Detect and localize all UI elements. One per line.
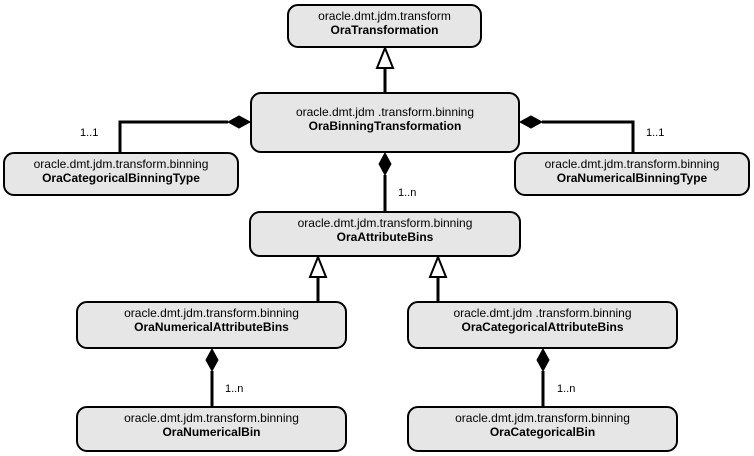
composition-diamond-numerical-binning-type bbox=[518, 115, 544, 129]
package-name: oracle.dmt.jdm.transform.binning bbox=[33, 157, 209, 171]
class-name: OraBinningTransformation bbox=[308, 119, 462, 133]
generalization-arrowhead-attribute-bins-right bbox=[428, 254, 448, 278]
package-name: oracle.dmt.jdm.transform.binning bbox=[544, 157, 720, 171]
composition-line-categorical-binning-type bbox=[118, 120, 228, 152]
generalization-arrowhead-transformation bbox=[375, 45, 395, 69]
multiplicity-categorical-binning-type: 1..1 bbox=[80, 127, 99, 139]
composition-line-numerical-binning-type bbox=[542, 120, 635, 152]
class-ora-categorical-binning-type: oracle.dmt.jdm.transform.binning OraCate… bbox=[3, 152, 239, 196]
composition-diamond-categorical-binning-type bbox=[226, 115, 252, 129]
class-ora-numerical-attribute-bins: oracle.dmt.jdm.transform.binning OraNume… bbox=[76, 301, 347, 349]
package-name: oracle.dmt.jdm.transform.binning bbox=[124, 306, 299, 320]
class-ora-numerical-binning-type: oracle.dmt.jdm.transform.binning OraNume… bbox=[514, 152, 750, 196]
class-ora-numerical-bin: oracle.dmt.jdm.transform.binning OraNume… bbox=[76, 406, 347, 452]
class-ora-attribute-bins: oracle.dmt.jdm.transform.binning OraAttr… bbox=[249, 211, 521, 257]
class-name: OraNumericalAttributeBins bbox=[134, 320, 289, 334]
class-ora-categorical-attribute-bins: oracle.dmt.jdm .transform.binning OraCat… bbox=[407, 301, 678, 349]
multiplicity-numerical-bin: 1..n bbox=[225, 383, 244, 395]
class-name: OraCategoricalBinningType bbox=[42, 171, 200, 185]
class-ora-transformation: oracle.dmt.jdm.transform OraTransformati… bbox=[287, 4, 482, 48]
generalization-arrowhead-attribute-bins-left bbox=[308, 254, 328, 278]
class-name: OraNumericalBinningType bbox=[556, 171, 708, 185]
package-name: oracle.dmt.jdm .transform.binning bbox=[295, 105, 475, 119]
multiplicity-numerical-binning-type: 1..1 bbox=[646, 127, 665, 139]
composition-diamond-attribute-bins bbox=[378, 151, 392, 177]
multiplicity-attribute-bins: 1..n bbox=[398, 187, 417, 199]
class-name: OraAttributeBins bbox=[336, 230, 434, 244]
multiplicity-categorical-bin: 1..n bbox=[557, 383, 576, 395]
class-ora-binning-transformation: oracle.dmt.jdm .transform.binning OraBin… bbox=[250, 92, 520, 153]
package-name: oracle.dmt.jdm .transform.binning bbox=[453, 306, 632, 320]
class-name: OraTransformation bbox=[330, 23, 439, 37]
composition-diamond-numerical-bin bbox=[205, 347, 219, 373]
composition-diamond-categorical-bin bbox=[536, 347, 550, 373]
class-ora-categorical-bin: oracle.dmt.jdm.transform.binning OraCate… bbox=[407, 406, 678, 452]
class-name: OraNumericalBin bbox=[162, 425, 261, 439]
package-name: oracle.dmt.jdm.transform.binning bbox=[297, 216, 473, 230]
package-name: oracle.dmt.jdm.transform bbox=[318, 9, 451, 23]
package-name: oracle.dmt.jdm.transform.binning bbox=[124, 411, 299, 425]
package-name: oracle.dmt.jdm.transform.binning bbox=[455, 411, 630, 425]
class-name: OraCategoricalAttributeBins bbox=[461, 320, 624, 334]
class-name: OraCategoricalBin bbox=[489, 425, 596, 439]
